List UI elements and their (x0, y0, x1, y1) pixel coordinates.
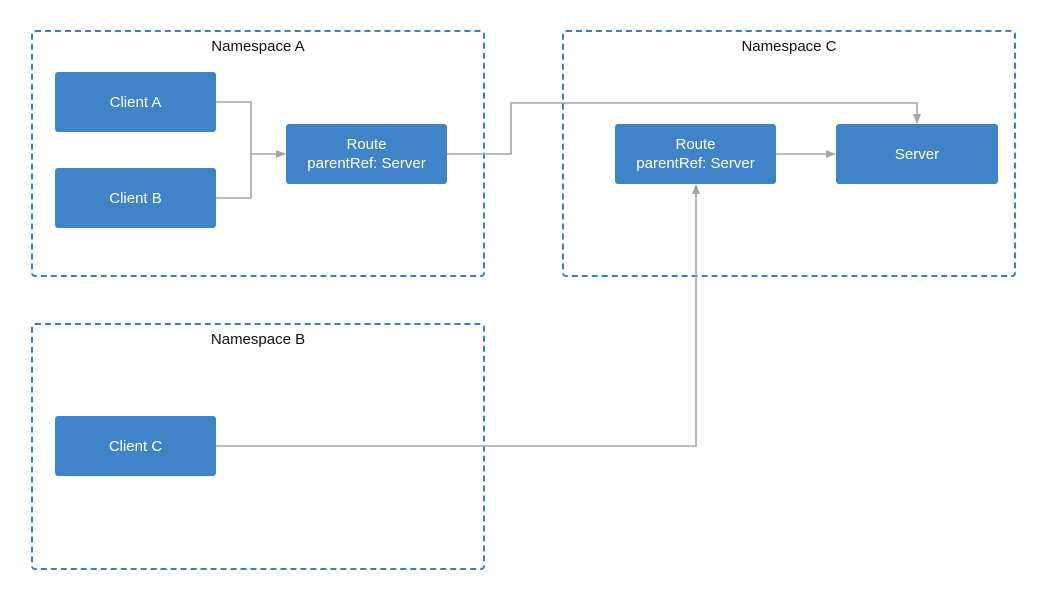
server-node: Server (836, 124, 998, 184)
route-a-parentref: parentRef: Server (307, 155, 426, 172)
namespace-a-label: Namespace A (211, 38, 305, 55)
client-b-label: Client B (109, 189, 162, 207)
client-a-node: Client A (55, 72, 216, 132)
route-c-parentref: parentRef: Server (636, 155, 755, 172)
route-node-namespace-a: Route parentRef: Server (286, 124, 447, 184)
namespace-b-label: Namespace B (210, 331, 306, 348)
client-c-node: Client C (55, 416, 216, 476)
client-c-label: Client C (108, 437, 163, 455)
client-a-label: Client A (109, 93, 162, 111)
namespace-c-label: Namespace C (741, 38, 837, 55)
route-node-namespace-c: Route parentRef: Server (615, 124, 776, 184)
route-a-title: Route (346, 136, 387, 153)
server-label: Server (894, 145, 940, 163)
route-c-title: Route (675, 136, 716, 153)
client-b-node: Client B (55, 168, 216, 228)
